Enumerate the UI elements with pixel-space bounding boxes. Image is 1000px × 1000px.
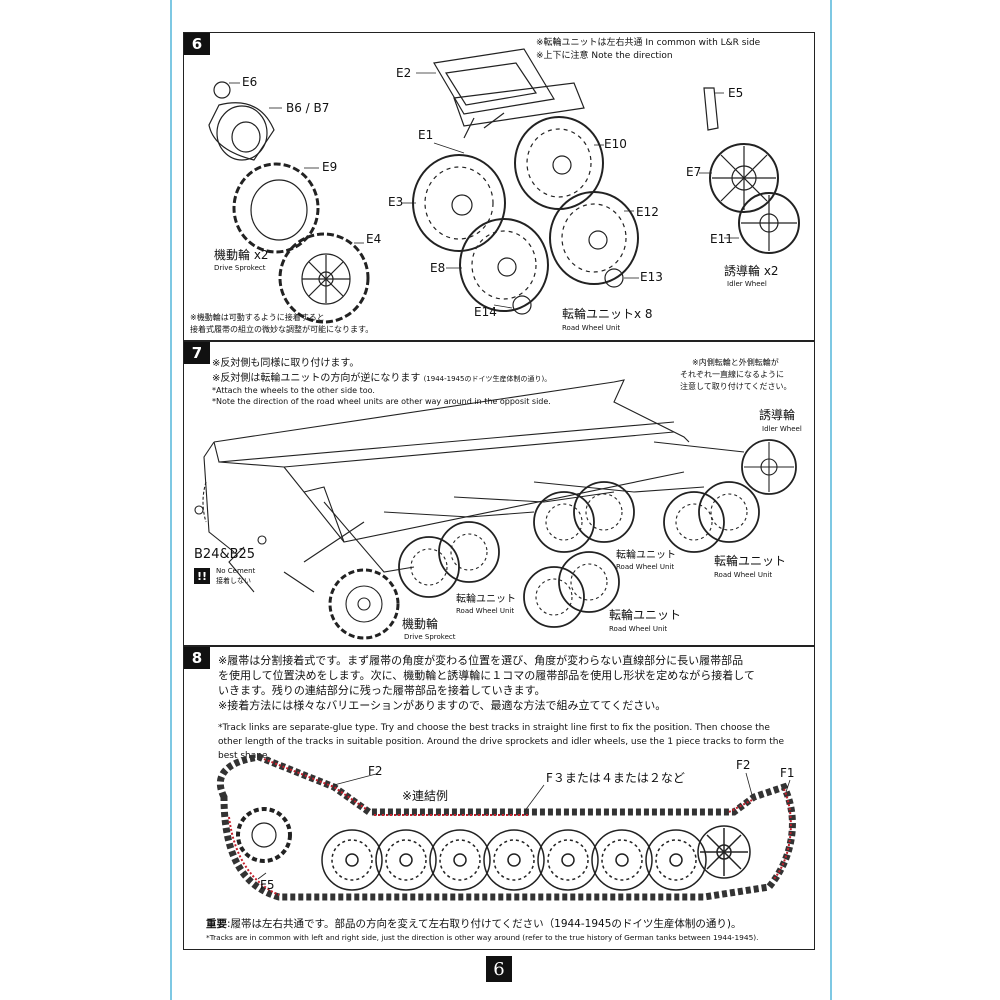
step-6-illustration	[208, 48, 800, 324]
step-6-panel: 6	[183, 32, 815, 341]
right-note-line-2: それぞれ一直線になるように	[680, 370, 784, 379]
idler-label-jp: 誘導輪	[759, 408, 796, 422]
idler-wheel-label-en: Idler Wheel	[727, 280, 767, 288]
label-e7: E7	[686, 165, 702, 179]
label-e8: E8	[430, 261, 446, 275]
label-b6-b7: B6 / B7	[286, 101, 330, 115]
label-e14: E14	[474, 305, 497, 319]
warning-mark: !!	[194, 568, 210, 584]
label-e12: E12	[636, 205, 659, 219]
rwu-label-2-en: Road Wheel Unit	[714, 571, 773, 579]
step-number: 7	[184, 342, 210, 364]
label-e11: E11	[710, 232, 733, 246]
important-label: 重要	[206, 918, 227, 930]
note-common-lr: ※転輪ユニットは左右共通 In common with L&R side	[536, 38, 761, 48]
footnote-line-2: 接着式履帯の組立の微妙な調整が可能になります。	[190, 325, 374, 334]
road-wheel-unit-label-en: Road Wheel Unit	[562, 324, 621, 332]
step8-en-text: *Track links are separate-glue type. Try…	[218, 721, 784, 763]
label-f2-right: F2	[736, 758, 751, 772]
step8-en-line: other length of the tracks in suitable p…	[218, 737, 784, 747]
sprocket-label-jp: 機動輪	[402, 617, 439, 631]
label-e10: E10	[604, 137, 627, 151]
connection-example-label: ※連結例	[402, 789, 449, 803]
label-e4: E4	[366, 232, 382, 246]
step-7-panel: 7	[183, 341, 815, 646]
step7-jp-line-2-small: (1944-1945のドイツ生産体制の通り)。	[423, 375, 552, 383]
idler-wheel-label-jp: 誘導輪 x2	[724, 264, 779, 278]
step7-en-line-2: *Note the direction of the road wheel un…	[212, 397, 551, 406]
right-note-line-1: ※内側転輪と外側転輪が	[692, 358, 779, 367]
drive-sprocket-label-en: Drive Sprokect	[214, 264, 266, 272]
step7-en-line-1: *Attach the wheels to the other side too…	[212, 386, 375, 395]
label-e13: E13	[640, 270, 663, 284]
step-7-illustration	[194, 379, 797, 640]
label-e3: E3	[388, 195, 404, 209]
label-f2-left: F2	[368, 764, 383, 778]
right-note-line-3: 注意して取り付けてください。	[680, 382, 792, 391]
rwu-label-3-en: Road Wheel Unit	[456, 607, 515, 615]
rwu-label-2-jp: 転輪ユニット	[714, 554, 787, 568]
step8-en-line: *Track links are separate-glue type. Try…	[218, 723, 770, 733]
footnote-line-1: ※機動輪は可動するように接着すると	[190, 313, 325, 322]
step8-jp-line: いきます。残りの連結部分に残った履帯部品を接着していきます。	[218, 684, 546, 697]
sprocket-label-en: Drive Sprokect	[404, 633, 456, 641]
step8-jp-line: ※接着方法には様々なバリエーションがありますので、最適な方法で組み立ててください…	[218, 699, 667, 712]
label-e2: E2	[396, 66, 412, 80]
label-e5: E5	[728, 86, 744, 100]
no-cement-jp: 接着しない	[216, 577, 251, 585]
rwu-label-1-jp: 転輪ユニット	[616, 550, 676, 561]
step7-jp-line-1: ※反対側も同様に取り付けます。	[212, 358, 360, 369]
step-number: 6	[184, 33, 210, 55]
note-direction: ※上下に注意 Note the direction	[536, 51, 673, 61]
step-8-panel: 8 ※履帯は分割接着式です。まず履帯の角度が変わる位置を選び、角度が変わらない直…	[183, 646, 815, 950]
b24-b25-label: B24&B25	[194, 547, 256, 562]
road-wheel-unit-label-jp: 転輪ユニットx 8	[562, 307, 653, 321]
step8-jp-text: ※履帯は分割接着式です。まず履帯の角度が変わる位置を選び、角度が変わらない直線部…	[218, 653, 755, 713]
step8-jp-line: ※履帯は分割接着式です。まず履帯の角度が変わる位置を選び、角度が変わらない直線部…	[218, 654, 744, 667]
step-number: 8	[184, 647, 210, 669]
step7-jp-line-2: ※反対側は転輪ユニットの方向が逆になります (1944-1945のドイツ生産体制…	[212, 373, 552, 384]
idler-label-en: Idler Wheel	[762, 425, 802, 433]
label-e1: E1	[418, 128, 434, 142]
rwu-label-4-en: Road Wheel Unit	[609, 625, 668, 633]
label-f5: F5	[260, 878, 275, 892]
rwu-label-4-jp: 転輪ユニット	[609, 608, 682, 622]
important-note-en: *Tracks are in common with left and righ…	[206, 933, 759, 942]
label-f1: F1	[780, 766, 795, 780]
important-note: 重要:履帯は左右共通です。部品の方向を変えて左右取り付けてください（1944-1…	[206, 918, 742, 931]
label-e9: E9	[322, 160, 338, 174]
step8-en-line: best shape.	[218, 751, 271, 761]
label-e6: E6	[242, 75, 258, 89]
no-cement-en: No Cement	[216, 567, 256, 575]
rwu-label-1-en: Road Wheel Unit	[616, 563, 675, 571]
page-number: 6	[486, 956, 512, 982]
step8-jp-line: を使用して位置決めをします。次に、機動輪と誘導輪に１コマの履帯部品を使用し形状を…	[218, 669, 755, 682]
important-text: :履帯は左右共通です。部品の方向を変えて左右取り付けてください（1944-194…	[227, 918, 742, 930]
drive-sprocket-label-jp: 機動輪 x2	[214, 248, 269, 262]
track-diagram	[216, 753, 796, 901]
rwu-label-3-jp: 転輪ユニット	[456, 594, 516, 605]
manual-page	[170, 0, 832, 1000]
label-f3: F３または４または２など	[546, 771, 685, 785]
